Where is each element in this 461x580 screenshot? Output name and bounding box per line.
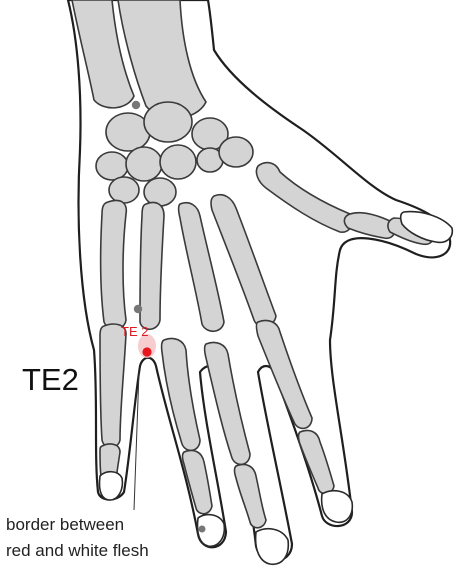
little-finger-bones — [98, 323, 127, 501]
middle-finger-bones — [203, 341, 290, 565]
reference-dot-wrist — [131, 100, 141, 110]
leader-line — [133, 371, 140, 511]
reference-dot-finger — [198, 525, 206, 533]
ring-finger-bones — [160, 337, 226, 548]
index-finger-bones — [255, 319, 354, 524]
ulna-bone — [71, 0, 135, 109]
carpal-bones — [95, 101, 254, 207]
note-line-2: red and white flesh — [6, 541, 149, 560]
reference-dot-hand — [133, 304, 143, 314]
thumb-nail — [399, 210, 454, 244]
point-title: TE2 — [22, 362, 79, 397]
acupoint-marker — [142, 347, 152, 357]
thumb-bones — [343, 210, 454, 246]
note-line-1: border between — [6, 515, 124, 534]
acupoint-marker-label: TE 2 — [121, 324, 148, 339]
